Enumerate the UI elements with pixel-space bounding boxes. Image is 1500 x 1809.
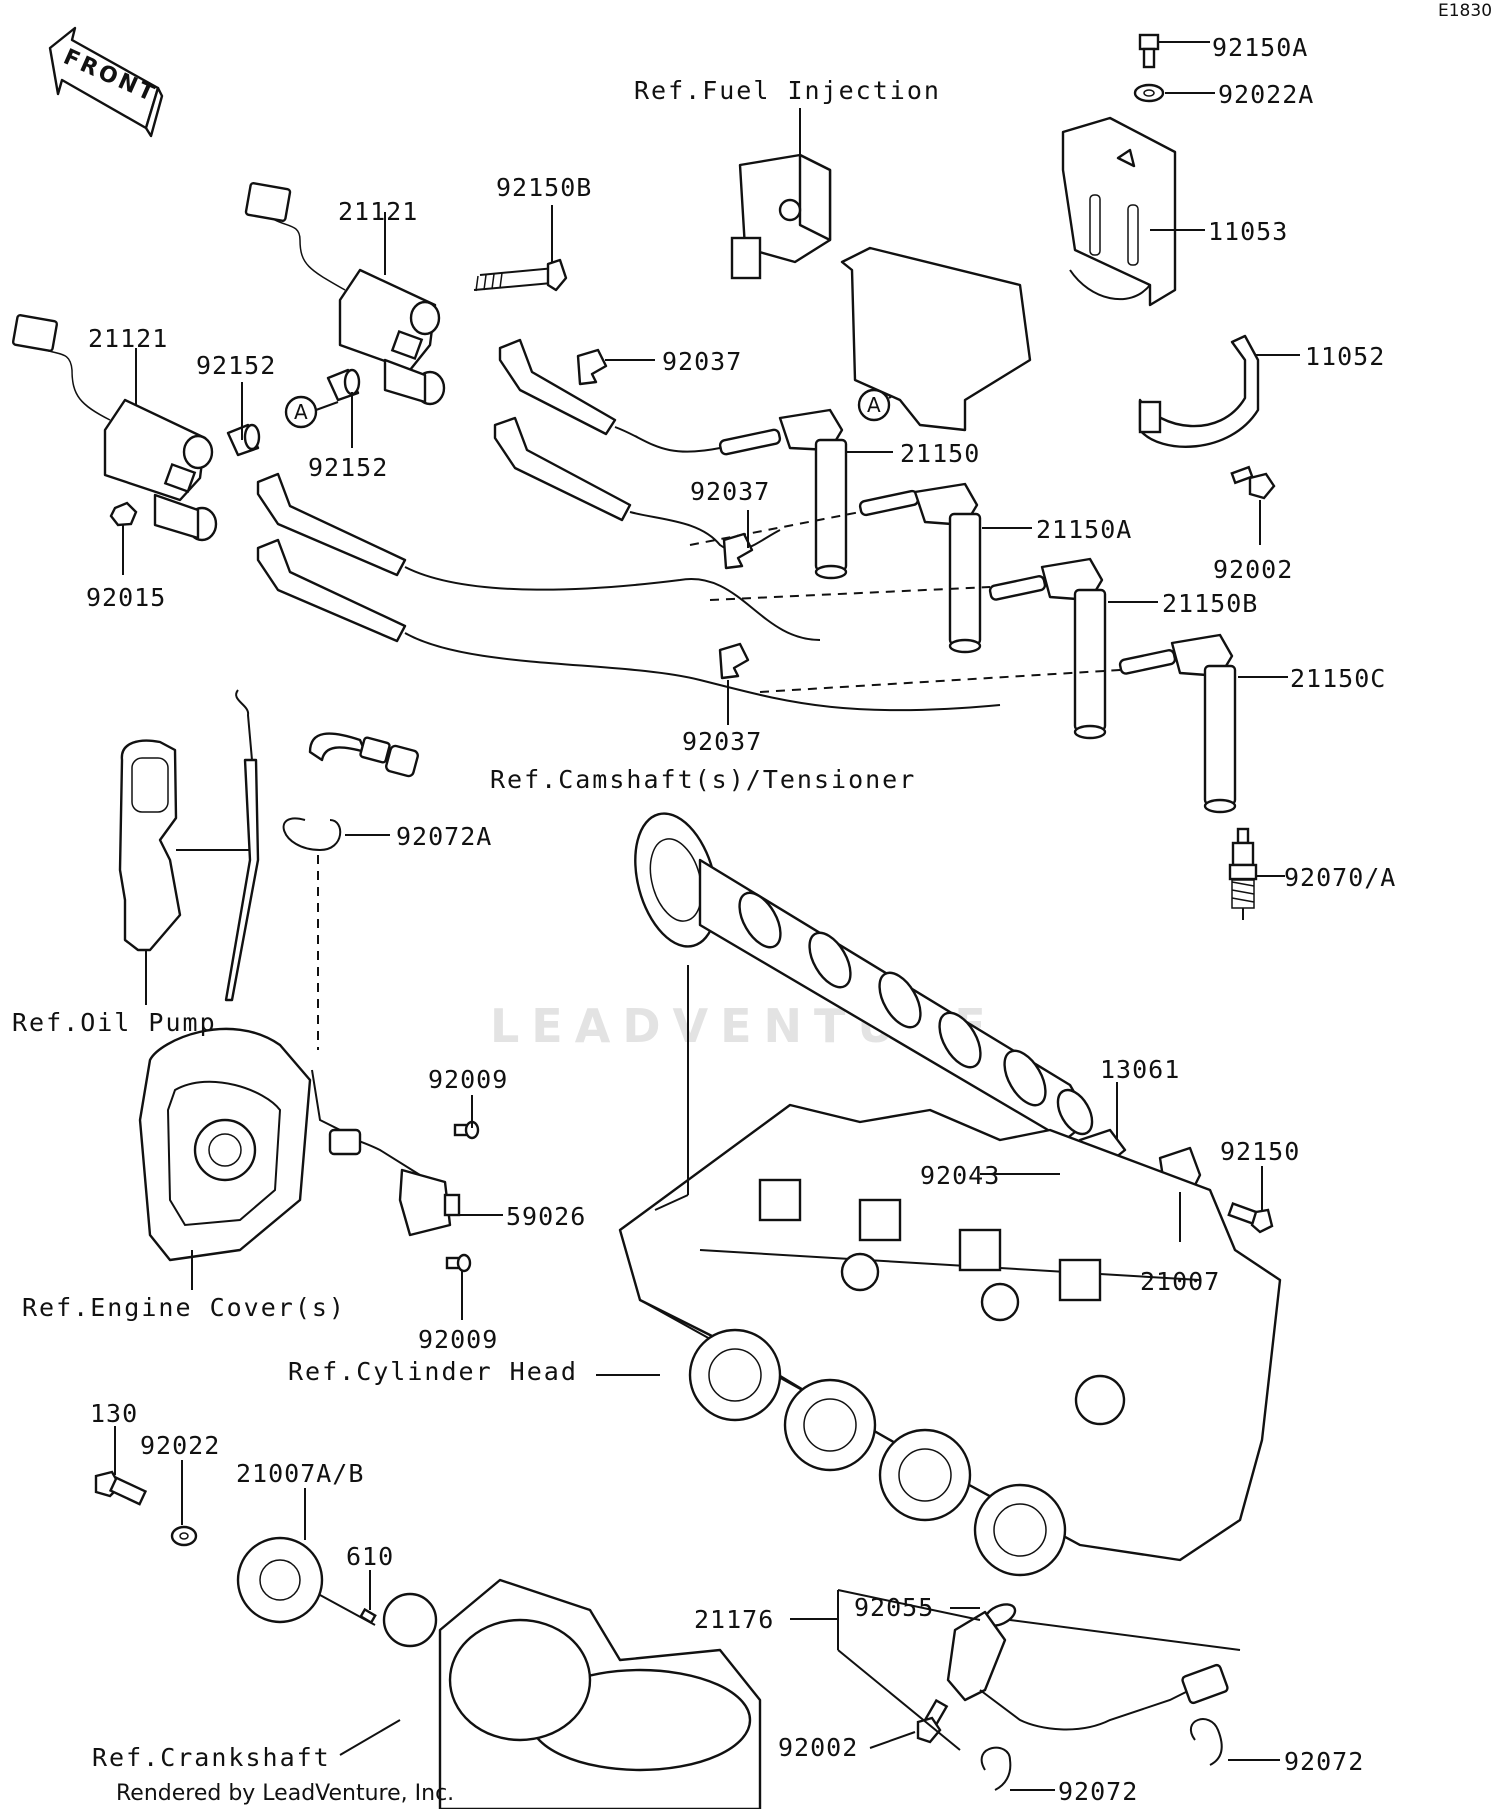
part-21150C: 21150C [1290,664,1386,693]
credit-text: Rendered by LeadVenture, Inc. [116,1781,454,1806]
part-92022A: 92022A [1218,80,1314,109]
front-arrow-icon: FRONT [48,26,164,138]
engine-cover [138,1027,312,1262]
timing-rotor-21007AB [236,1536,376,1626]
dipstick [224,689,260,1002]
part-21007: 21007 [1140,1267,1220,1296]
part-92002-bottom: 92002 [778,1733,858,1762]
clamp-92037-a [576,348,608,386]
part-21007AB: 21007A/B [236,1459,364,1488]
camshaft [634,812,1094,1142]
part-21121-upper: 21121 [338,197,418,226]
clamp-92037-c [718,642,750,680]
collar-92152-b [326,368,361,402]
part-92015: 92015 [86,583,166,612]
marker-a-right: A [857,388,891,422]
part-92002-top: 92002 [1213,555,1293,584]
part-92072-bottom: 92072 [1058,1777,1138,1806]
bolt-92150B [473,258,568,292]
part-92037-b: 92037 [690,477,770,506]
bolt-92002-top [1230,465,1276,500]
part-21150A: 21150A [1036,515,1132,544]
plug-lead-21150B [256,472,1107,740]
igniter-unit [730,153,832,280]
part-92055: 92055 [854,1593,934,1622]
bracket-11052 [1138,334,1260,448]
washer-92022 [170,1525,198,1547]
bolt-92009-a [453,1120,480,1140]
ref-oil-pump: Ref.Oil Pump [12,1008,217,1037]
part-92009-upper: 92009 [428,1065,508,1094]
part-92037-a: 92037 [662,347,742,376]
part-130: 130 [90,1399,138,1428]
plug-lead-21150 [498,338,848,580]
ref-engine-cover: Ref.Engine Cover(s) [22,1293,346,1322]
part-92072A: 92072A [396,822,492,851]
clamp-92072-a [980,1746,1012,1791]
part-11053: 11053 [1208,217,1288,246]
ignition-coil-upper [244,182,446,406]
ref-camshaft: Ref.Camshaft(s)/Tensioner [490,765,916,794]
pin-610 [359,1607,377,1625]
part-610: 610 [346,1542,394,1571]
part-21150B: 21150B [1162,589,1258,618]
ignition-coil-lower [11,314,218,542]
cylinder-head [618,1103,1282,1577]
part-21150: 21150 [900,439,980,468]
washer-92022A [1133,83,1165,103]
ref-fuel-injection: Ref.Fuel Injection [634,76,941,105]
diagram-code: E1830 [1438,1,1492,21]
bracket-11053 [840,116,1177,432]
svg-text:A: A [294,400,308,424]
bolt-130 [94,1470,148,1506]
part-21121-lower: 21121 [88,324,168,353]
part-21176: 21176 [694,1605,774,1634]
leader-lines [114,41,1300,1791]
crank-sensor-21176 [946,1610,1229,1731]
part-92072-right: 92072 [1284,1747,1364,1776]
part-59026: 59026 [506,1202,586,1231]
part-92150: 92150 [1220,1137,1300,1166]
bolt-92150A [1138,33,1160,69]
part-92009-lower: 92009 [418,1325,498,1354]
part-92037-c: 92037 [682,727,762,756]
ref-crankshaft: Ref.Crankshaft [92,1743,331,1772]
bolt-92009-b [445,1253,472,1273]
part-92150A: 92150A [1212,33,1308,62]
clamp-92072-b [1189,1718,1223,1766]
oil-pump-bracket [118,739,250,952]
part-92070A: 92070/A [1284,863,1396,892]
svg-text:A: A [867,393,881,417]
clamp-92037-b [722,532,754,570]
sensor-59026 [311,1069,461,1237]
part-11052: 11052 [1305,342,1385,371]
spark-plug-92070 [1228,827,1258,920]
nut-92015 [109,501,138,527]
part-13061: 13061 [1100,1055,1180,1084]
part-92150B: 92150B [496,173,592,202]
bolt-92002-bottom [916,1698,949,1744]
ref-cylinder-head: Ref.Cylinder Head [288,1357,578,1386]
plug-lead-21150A [493,416,982,654]
sensor-lead [308,732,419,778]
collar-92152-a [226,423,261,457]
bolt-92150-right [1227,1202,1274,1234]
crankshaft [382,1578,762,1809]
part-92152-b: 92152 [308,453,388,482]
clamp-92072A [282,817,342,852]
part-92152-a: 92152 [196,351,276,380]
part-92022: 92022 [140,1431,220,1460]
marker-a-left: A [284,395,318,429]
plug-lead-21150C [256,538,1237,814]
part-92043: 92043 [920,1161,1000,1190]
